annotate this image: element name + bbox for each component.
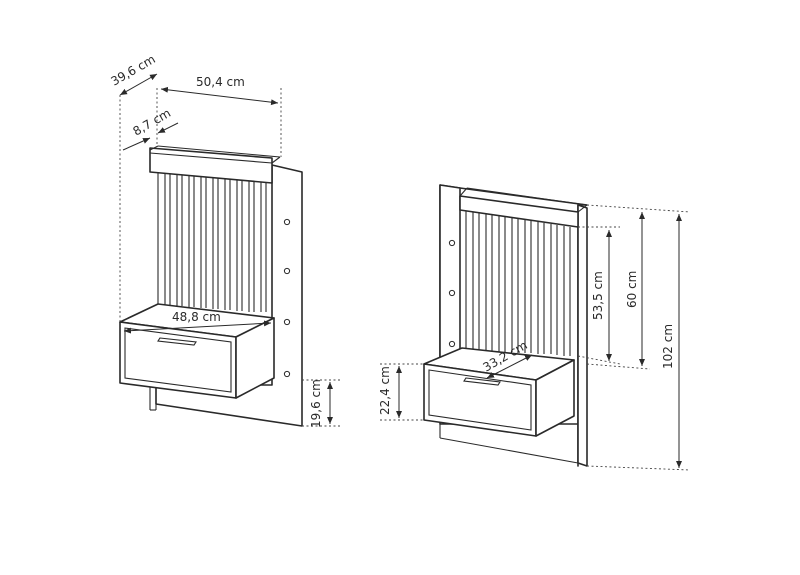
left-slats: [157, 172, 267, 312]
depth-dimension-label: 39,6 cm: [109, 52, 158, 89]
left-hook-hole-4: [283, 370, 291, 378]
drawer-height-dimension-label: 22,4 cm: [378, 366, 392, 415]
shelf-depth-dimension-label: 8,7 cm: [131, 106, 174, 139]
right-drawer-side: [535, 359, 575, 437]
slat-height-dimension-label: 53,5 cm: [591, 271, 605, 320]
left-nightstand: [119, 145, 303, 427]
right-hook-hole-2: [448, 289, 456, 297]
left-hook-hole-2: [283, 267, 291, 275]
floor-gap-dimension-label: 19,6 cm: [309, 379, 323, 428]
right-hook-hole-3: [448, 340, 456, 348]
right-slats: [465, 211, 571, 356]
width-dimension-label: 50,4 cm: [196, 75, 245, 89]
left-top-shelf: [149, 147, 273, 184]
left-hook-hole-1: [283, 218, 291, 226]
drawer-width-dimension-label: 48,8 cm: [172, 310, 221, 324]
right-nightstand: [423, 184, 588, 467]
left-drawer-handle: [157, 337, 197, 346]
right-hook-hole-1: [448, 239, 456, 247]
total-height-dimension-label: 102 cm: [661, 324, 675, 369]
right-drawer-handle: [463, 377, 501, 386]
left-hook-hole-3: [283, 318, 291, 326]
panel-height-dimension-label: 60 cm: [625, 271, 639, 308]
